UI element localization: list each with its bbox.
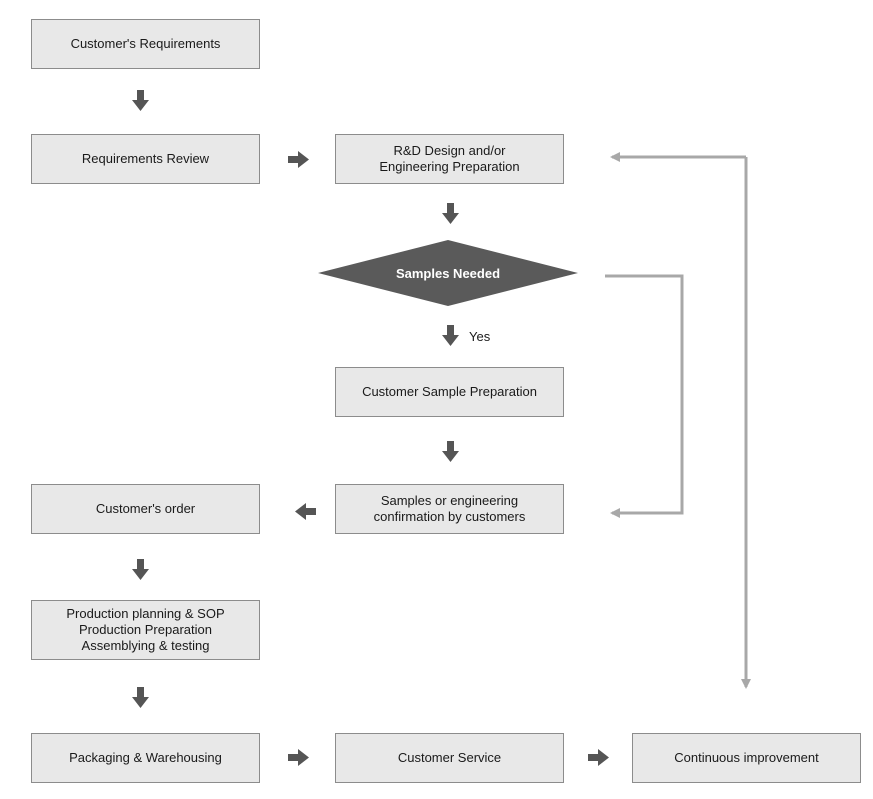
arrow-down-icon	[442, 203, 459, 224]
requirements-review-box: Requirements Review	[31, 134, 260, 184]
customer-requirements-box: Customer's Requirements	[31, 19, 260, 69]
arrow-down-icon	[132, 559, 149, 580]
arrow-right-icon	[288, 749, 309, 766]
rd-design-box: R&D Design and/or Engineering Preparatio…	[335, 134, 564, 184]
arrow-right-icon	[288, 151, 309, 168]
arrow-down-icon	[442, 441, 459, 462]
continuous-improvement-box: Continuous improvement	[632, 733, 861, 783]
arrow-down-icon	[132, 687, 149, 708]
samples-needed-diamond	[318, 240, 578, 306]
arrow-down-icon	[132, 90, 149, 111]
customer-sample-preparation-box: Customer Sample Preparation	[335, 367, 564, 417]
yes-label: Yes	[469, 329, 491, 344]
samples-needed-bypass-connector	[605, 274, 684, 518]
arrow-right-icon	[588, 749, 609, 766]
arrow-down-icon	[442, 325, 459, 346]
samples-needed-label: Samples Needed	[395, 265, 501, 281]
arrow-left-icon	[295, 503, 316, 520]
customers-order-box: Customer's order	[31, 484, 260, 534]
customer-service-box: Customer Service	[335, 733, 564, 783]
samples-confirmation-box: Samples or engineering confirmation by c…	[335, 484, 564, 534]
packaging-warehousing-box: Packaging & Warehousing	[31, 733, 260, 783]
production-planning-box: Production planning & SOP Production Pre…	[31, 600, 260, 660]
